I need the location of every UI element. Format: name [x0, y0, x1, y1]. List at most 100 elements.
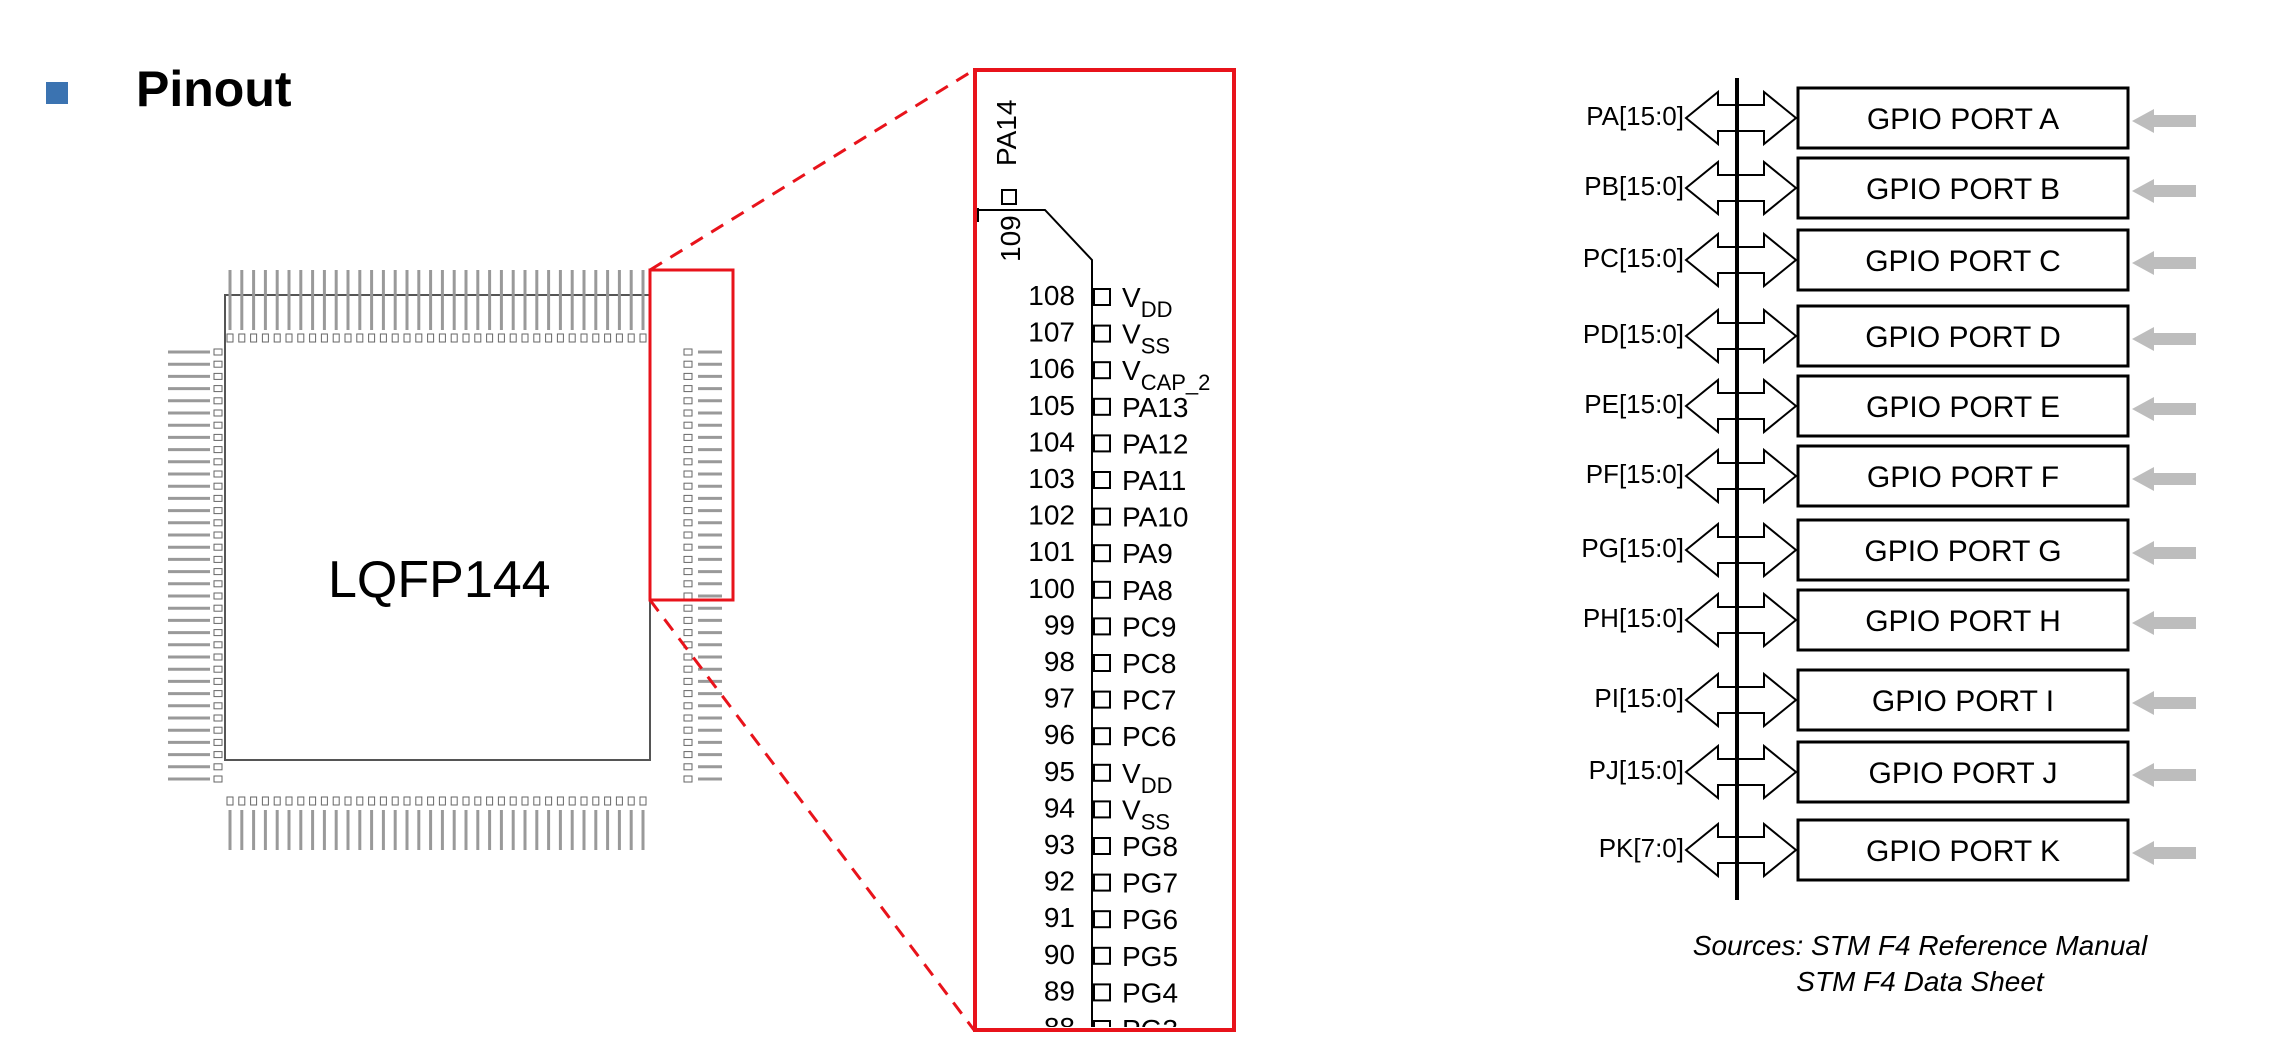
zoom-pin-number: 93	[1044, 829, 1075, 860]
chip-pin	[379, 796, 387, 806]
chip-pin	[320, 333, 328, 343]
chip-pin	[238, 796, 246, 806]
zoom-pin-name: PG3	[1122, 1014, 1178, 1042]
double-arrow-icon	[1684, 377, 1798, 435]
gpio-port-label: GPIO PORT K	[1866, 835, 2060, 868]
zoom-pin-number: 107	[1028, 317, 1075, 348]
gray-arrow-icon	[2132, 109, 2196, 133]
gpio-bus-label: PK[7:0]	[1599, 833, 1684, 863]
chip-pin	[415, 333, 423, 343]
chip-pin	[580, 796, 588, 806]
chip-pin	[250, 333, 258, 343]
chip-pin	[213, 372, 223, 380]
chip-pin	[683, 702, 693, 710]
zoom-pin-name: PA12	[1122, 428, 1188, 459]
chip-pin	[580, 333, 588, 343]
chip-pin	[368, 796, 376, 806]
zoom-pin-name: PG6	[1122, 904, 1178, 935]
page-title: Pinout	[136, 61, 292, 117]
chip-pin	[438, 333, 446, 343]
chip-pin	[261, 796, 269, 806]
chip-pin	[213, 519, 223, 527]
zoom-pin-box	[1093, 397, 1111, 416]
chip-pin	[213, 458, 223, 466]
chip-pin	[213, 580, 223, 588]
double-arrow-icon	[1684, 89, 1798, 147]
gpio-port-box	[1796, 740, 2130, 804]
zoom-pin-subscript: SS	[1141, 809, 1170, 834]
zoom-line-bottom	[648, 599, 976, 1031]
chip-pin	[683, 372, 693, 380]
chip-pin	[604, 333, 612, 343]
zoom-pin-box	[1093, 946, 1111, 965]
chip-pin	[683, 677, 693, 685]
sources-line-1: Sources: STM F4 Reference Manual	[1692, 930, 2148, 961]
zoom-pin-box	[1093, 873, 1111, 892]
chip-pin	[683, 751, 693, 759]
zoom-pin-number: 95	[1044, 756, 1075, 787]
chip-pin	[332, 796, 340, 806]
highlight-box-zoom	[973, 68, 1236, 1032]
chip-pin	[497, 796, 505, 806]
chip-pin	[683, 629, 693, 637]
chip-pin	[250, 796, 258, 806]
chip-pin	[213, 653, 223, 661]
chip-pin	[568, 796, 576, 806]
chip-pin	[226, 333, 234, 343]
chip-pin	[391, 333, 399, 343]
chip-pin	[427, 333, 435, 343]
double-arrow-icon	[1684, 743, 1798, 801]
gray-arrow-icon	[2132, 763, 2196, 787]
chip-pin	[683, 665, 693, 673]
chip-pin	[297, 333, 305, 343]
gpio-bus-label: PE[15:0]	[1584, 389, 1684, 419]
chip-pin	[683, 482, 693, 490]
zoom-pin-number: 92	[1044, 866, 1075, 897]
gpio-bus-label: PB[15:0]	[1584, 171, 1684, 201]
zoom-pin-box	[1093, 800, 1111, 819]
chip-pin	[450, 796, 458, 806]
chip-pin	[683, 385, 693, 393]
chip-pin	[592, 333, 600, 343]
chip-pin	[344, 333, 352, 343]
gpio-port-label: GPIO PORT B	[1866, 173, 2060, 206]
zoom-pin-box	[1093, 544, 1111, 563]
gpio-port-label: GPIO PORT F	[1867, 461, 2059, 494]
chip-pin	[213, 665, 223, 673]
chip-pin	[545, 333, 553, 343]
zoom-pin-number: 103	[1028, 463, 1075, 494]
chip-pin	[533, 333, 541, 343]
chip-pin	[683, 616, 693, 624]
chip-pin	[545, 796, 553, 806]
zoom-pin-box	[1093, 580, 1111, 599]
chip-pin	[683, 568, 693, 576]
gpio-port-label: GPIO PORT I	[1872, 685, 2054, 718]
zoom-pin-name: PG7	[1122, 868, 1178, 899]
chip-pin	[683, 433, 693, 441]
gpio-bus-label: PH[15:0]	[1583, 603, 1684, 633]
chip-pin	[592, 796, 600, 806]
chip-pin	[474, 796, 482, 806]
gpio-bus-label: PD[15:0]	[1583, 319, 1684, 349]
zoom-top-pin-name: PA14	[991, 100, 1022, 166]
chip-pin	[683, 458, 693, 466]
chip-pin	[344, 796, 352, 806]
chip-pin	[683, 421, 693, 429]
chip-pin	[213, 543, 223, 551]
chip-pin	[213, 348, 223, 356]
zoom-pin-number: 99	[1044, 609, 1075, 640]
gpio-port-label: GPIO PORT E	[1866, 391, 2060, 424]
double-arrow-icon	[1684, 521, 1798, 579]
gray-arrow-icon	[2132, 841, 2196, 865]
chip-pin	[213, 446, 223, 454]
zoom-pin-name: PG5	[1122, 941, 1178, 972]
zoom-pin-number: 104	[1028, 426, 1075, 457]
chip-pin	[683, 690, 693, 698]
gpio-port-box	[1796, 86, 2130, 150]
gpio-bus-label: PJ[15:0]	[1589, 755, 1684, 785]
double-arrow-icon	[1684, 447, 1798, 505]
zoom-pin-number: 97	[1044, 683, 1075, 714]
chip-pin	[615, 333, 623, 343]
chip-pin	[533, 796, 541, 806]
